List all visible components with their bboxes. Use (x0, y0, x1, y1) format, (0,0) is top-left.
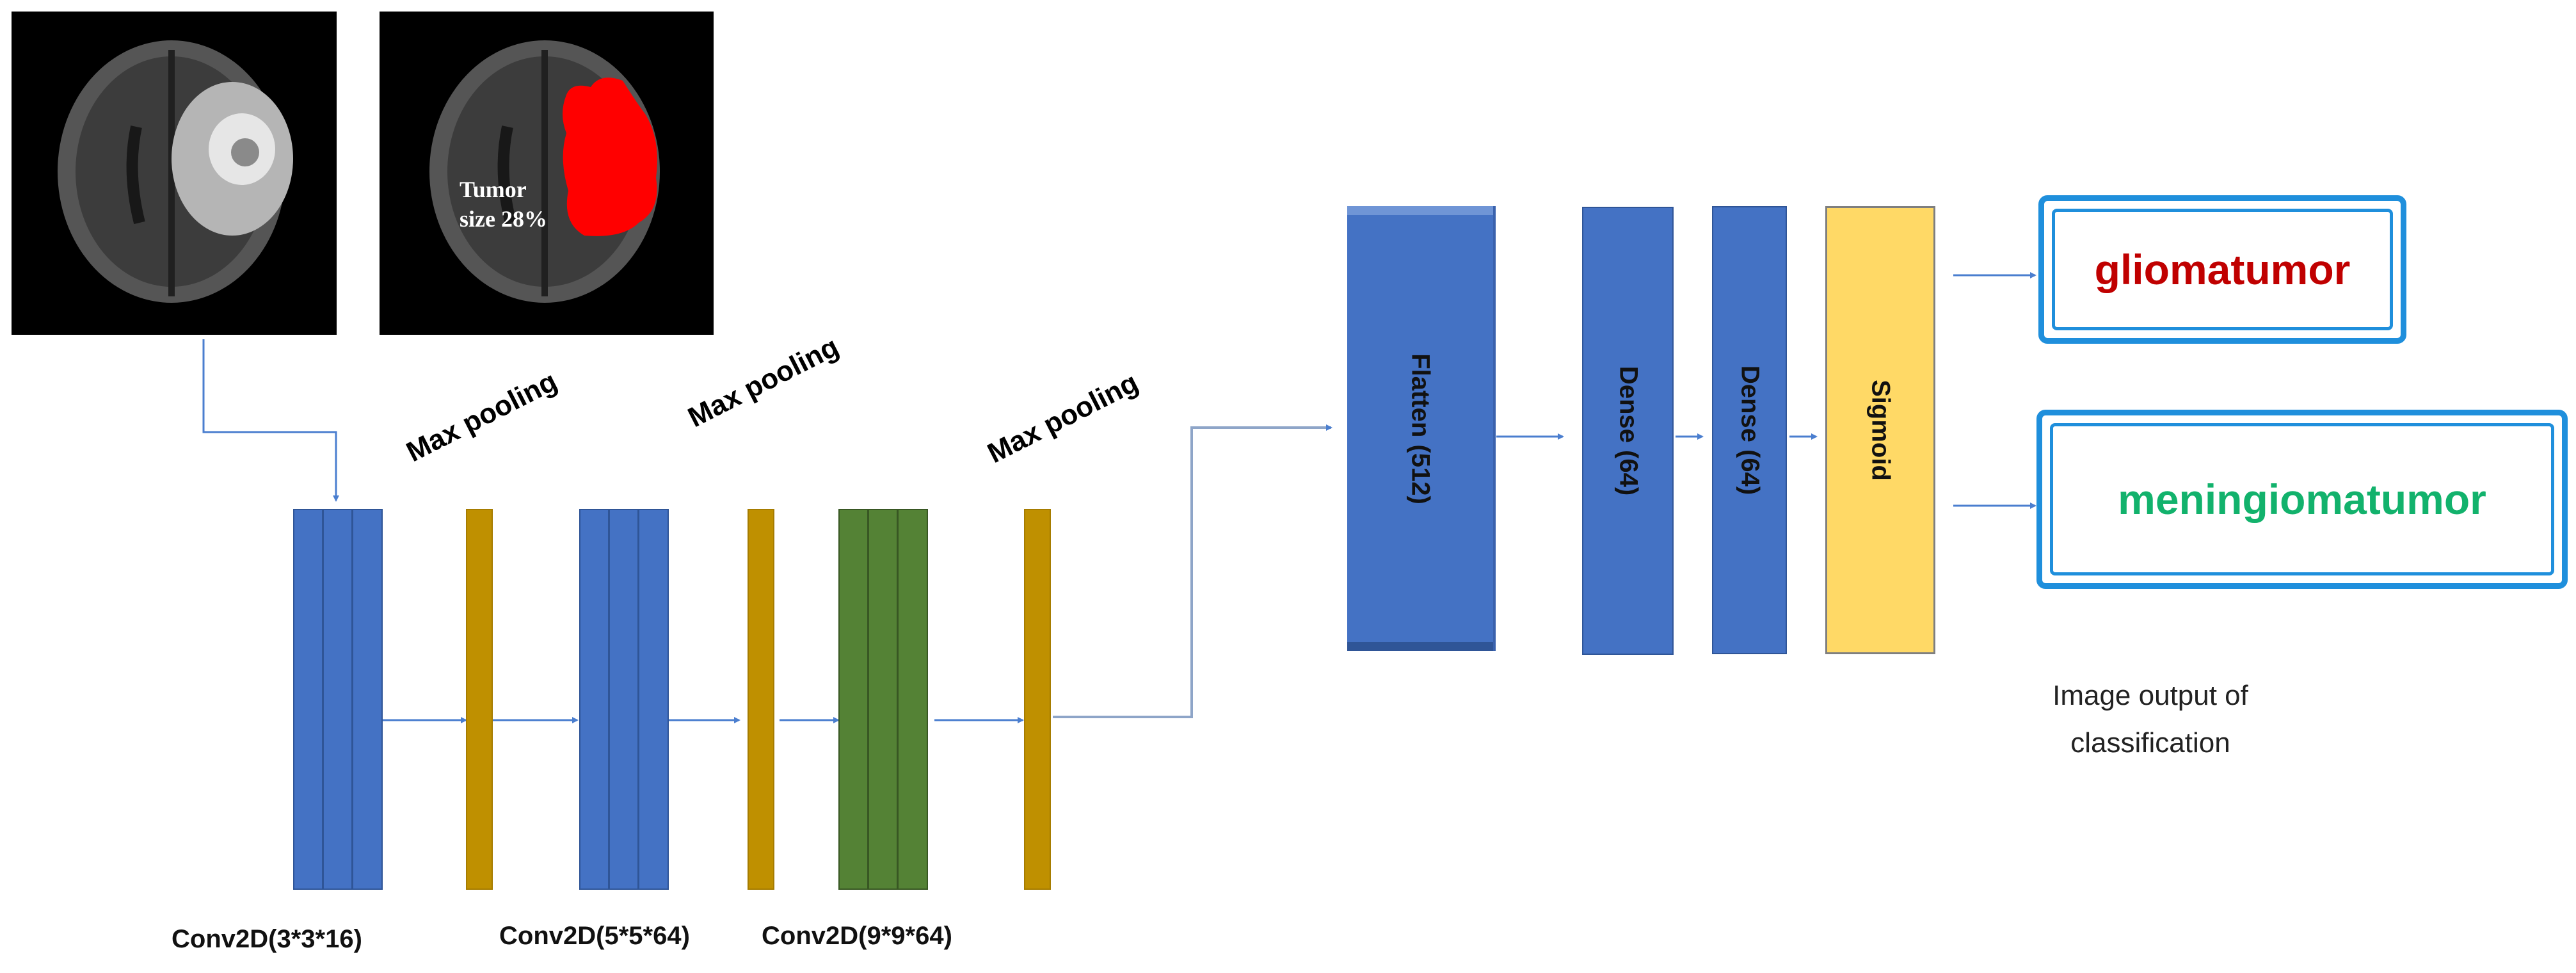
conv3-filter-bar (897, 509, 928, 890)
brain-mri-segmentation-icon (429, 40, 660, 303)
output-class-glioma: gliomatumor (2094, 246, 2351, 293)
sigmoid-layer: Sigmoid (1825, 206, 1935, 654)
flatten-label: Flatten (512) (1406, 353, 1435, 504)
mri-segmented-image: Tumor size 28% (380, 12, 714, 335)
tumor-label-line1: Tumor (460, 177, 527, 202)
conv2-block (579, 509, 669, 890)
conv1-block (293, 509, 383, 890)
conv1-filter-bar (323, 509, 353, 890)
conv1-filter-bar (352, 509, 383, 890)
pool1-bar (466, 509, 493, 890)
tumor-region (563, 77, 657, 236)
conv2-filter-bar (609, 509, 639, 890)
brain-mri-scan-icon (58, 40, 293, 303)
pool2-bar (748, 509, 774, 890)
mri-original-image (12, 12, 337, 335)
dense2-layer: Dense (64) (1712, 206, 1787, 654)
tumor-size-label: size 28% (460, 206, 547, 232)
sigmoid-label: Sigmoid (1866, 380, 1895, 481)
conv2-label: Conv2D(5*5*64) (499, 922, 690, 950)
conv1-label: Conv2D(3*3*16) (172, 925, 362, 953)
conv1-filter-bar (293, 509, 323, 890)
tumor-label: Tumor size 28% (460, 175, 547, 234)
conv2-filter-bar (579, 509, 609, 890)
output-caption-line2: classification (2070, 727, 2230, 759)
output-class-meningioma: meningiomatumor (2118, 476, 2486, 523)
flatten-layer: Flatten (512) (1347, 206, 1493, 651)
conv3-block (838, 509, 928, 890)
input-connector-arrow (202, 339, 339, 502)
dense1-layer: Dense (64) (1582, 207, 1674, 655)
dense1-label: Dense (64) (1614, 366, 1642, 496)
pool3-bar (1024, 509, 1051, 890)
conv2-filter-bar (638, 509, 669, 890)
conv3-filter-bar (868, 509, 898, 890)
conv3-filter-bar (838, 509, 868, 890)
conv3-label: Conv2D(9*9*64) (762, 922, 952, 950)
output-box-glioma: gliomatumor (2038, 195, 2406, 344)
output-caption-line1: Image output of (2052, 680, 2248, 711)
output-caption: Image output of classification (1971, 672, 2330, 767)
dense2-label: Dense (64) (1736, 365, 1764, 495)
output-box-meningioma: meningiomatumor (2036, 410, 2568, 589)
pool3-to-flatten-connector (1053, 424, 1332, 718)
